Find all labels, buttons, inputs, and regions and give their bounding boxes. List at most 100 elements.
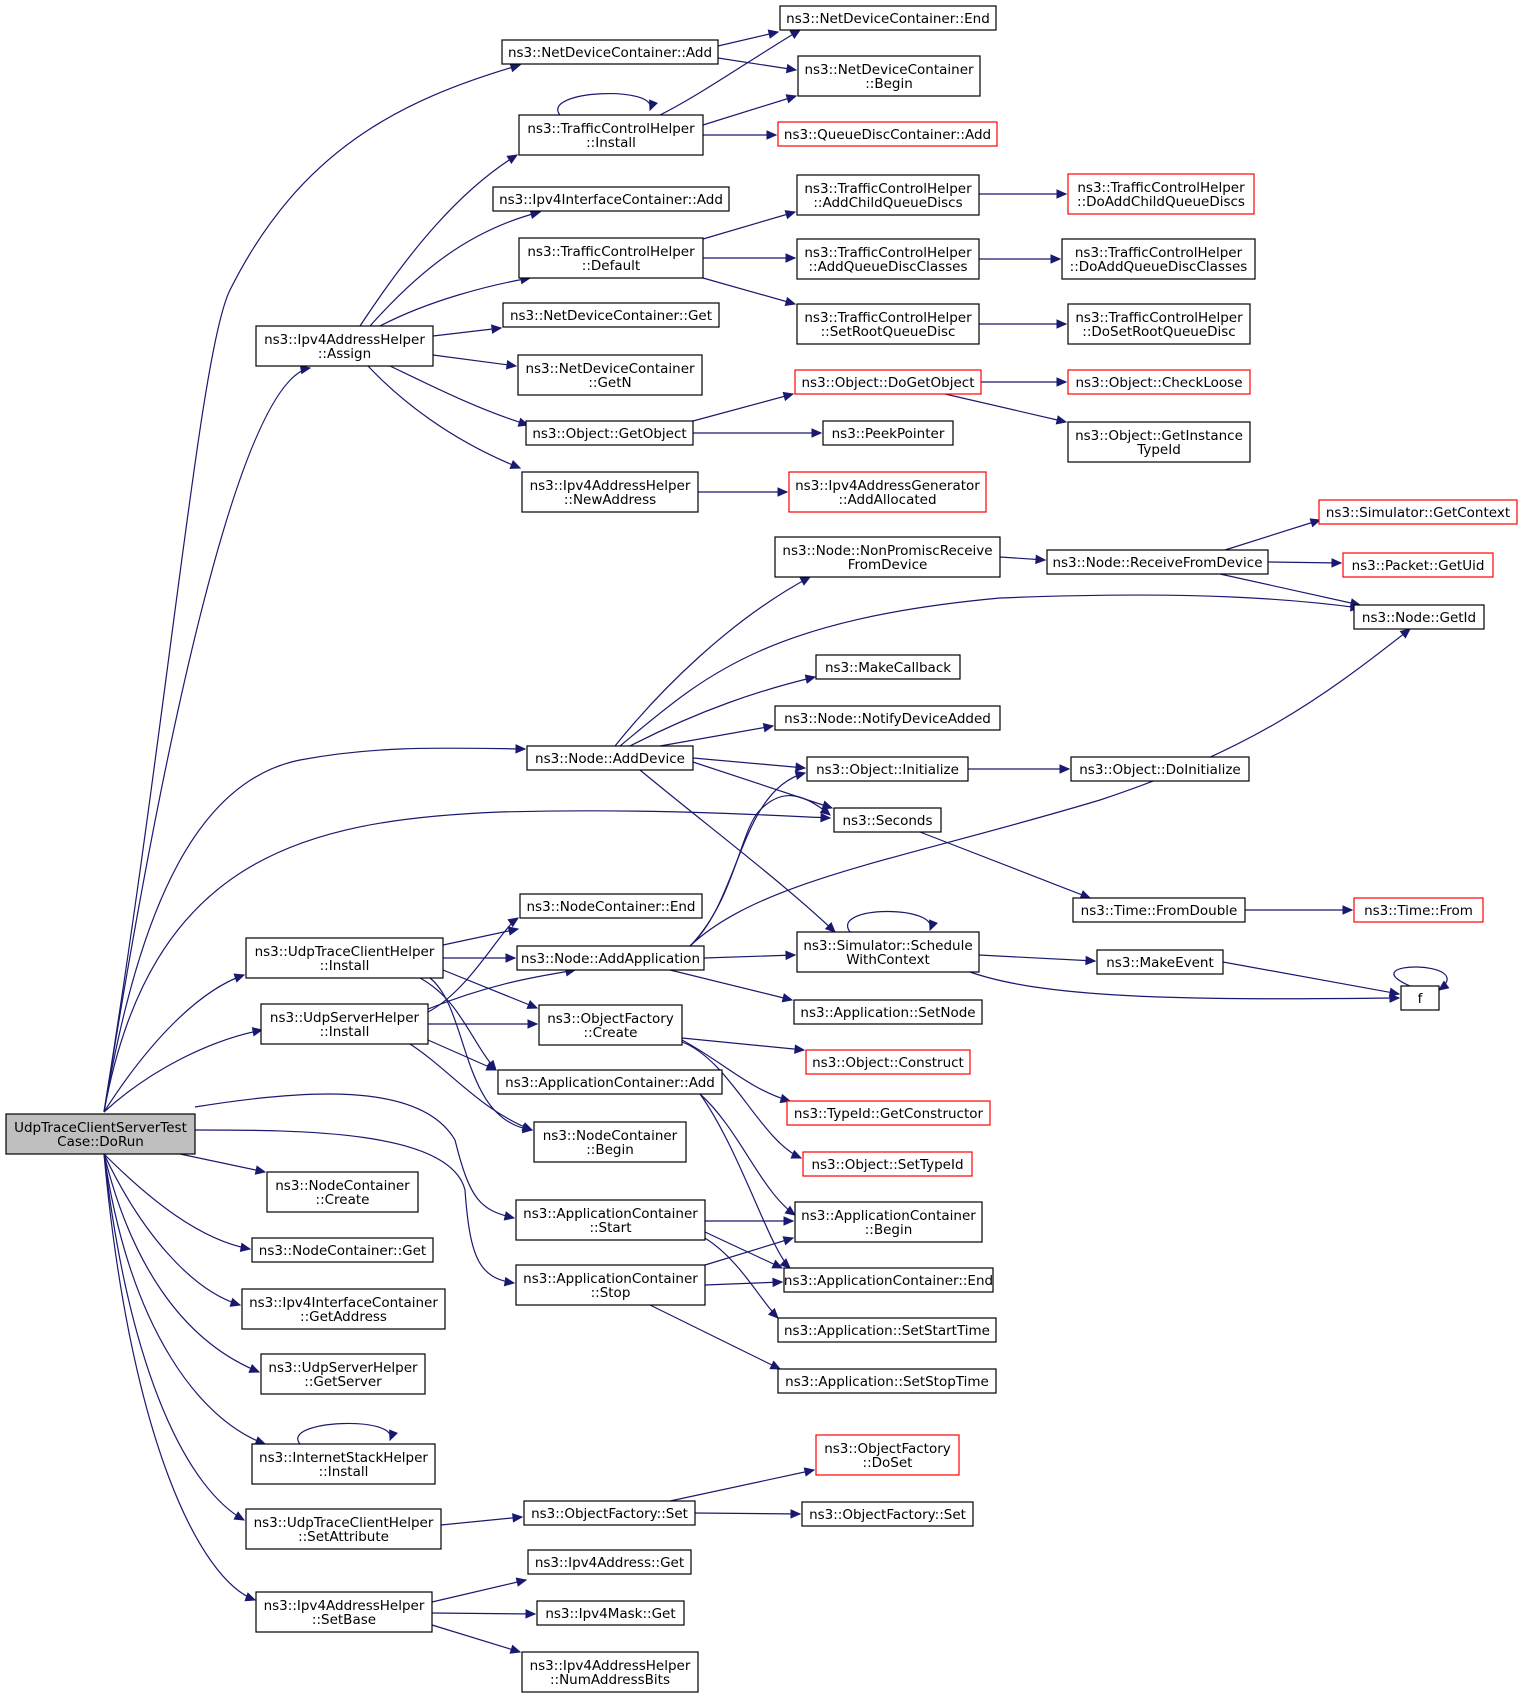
function-node-objDoGet[interactable]: ns3::Object::DoGetObject xyxy=(794,369,982,395)
function-node-iahNumBits[interactable]: ns3::Ipv4AddressHelper::NumAddressBits xyxy=(521,1651,699,1693)
call-edge xyxy=(103,63,522,1113)
function-node-tchDoAddChild[interactable]: ns3::TrafficControlHelper::DoAddChildQue… xyxy=(1067,173,1255,215)
function-node-appSetStop[interactable]: ns3::Application::SetStopTime xyxy=(777,1368,997,1394)
function-node-acAdd[interactable]: ns3::ApplicationContainer::Add xyxy=(497,1069,723,1095)
function-node-nodeGetId[interactable]: ns3::Node::GetId xyxy=(1353,604,1485,630)
function-node-ishInstall[interactable]: ns3::InternetStackHelper::Install xyxy=(251,1443,436,1485)
call-edge xyxy=(427,1039,498,1071)
call-edge xyxy=(704,1277,784,1288)
function-node-ndcGet[interactable]: ns3::NetDeviceContainer::Get xyxy=(502,302,720,328)
function-node-tchSetRoot[interactable]: ns3::TrafficControlHelper::SetRootQueueD… xyxy=(796,303,980,345)
function-node-imGet[interactable]: ns3::Ipv4Mask::Get xyxy=(536,1600,685,1626)
function-node-ndcBegin[interactable]: ns3::NetDeviceContainer::Begin xyxy=(797,55,981,97)
function-node-tchAddChild[interactable]: ns3::TrafficControlHelper::AddChildQueue… xyxy=(796,174,980,216)
function-node-ofSet2[interactable]: ns3::ObjectFactory::Set xyxy=(801,1501,974,1527)
call-edge-line xyxy=(427,1039,497,1071)
node-label: ns3::Object::CheckLoose xyxy=(1075,375,1242,391)
function-node-ndcAdd[interactable]: ns3::NetDeviceContainer::Add xyxy=(501,39,719,65)
function-node-iicAdd[interactable]: ns3::Ipv4InterfaceContainer::Add xyxy=(492,186,730,212)
function-node-ushGetServer[interactable]: ns3::UdpServerHelper::GetServer xyxy=(260,1353,426,1395)
node-label: ns3::PeekPointer xyxy=(832,426,945,442)
arrowhead xyxy=(254,1165,267,1175)
function-node-iahAssign[interactable]: ns3::Ipv4AddressHelper::Assign xyxy=(255,325,434,367)
function-node-tchDefault[interactable]: ns3::TrafficControlHelper::Default xyxy=(518,237,704,279)
function-node-acEnd[interactable]: ns3::ApplicationContainer::End xyxy=(783,1267,994,1293)
function-node-ofDoSet[interactable]: ns3::ObjectFactory::DoSet xyxy=(815,1434,960,1476)
function-node-utchInstall[interactable]: ns3::UdpTraceClientHelper::Install xyxy=(245,937,444,979)
node-label: ::Begin xyxy=(865,1222,913,1238)
node-label: ::AddChildQueueDiscs xyxy=(813,195,962,211)
function-node-ncCreate[interactable]: ns3::NodeContainer::Create xyxy=(266,1171,419,1213)
function-node-ofCreate[interactable]: ns3::ObjectFactory::Create xyxy=(538,1004,683,1046)
function-node-objGetObj[interactable]: ns3::Object::GetObject xyxy=(525,420,694,446)
call-edge xyxy=(1393,966,1450,991)
function-node-timeFromDbl[interactable]: ns3::Time::FromDouble xyxy=(1072,897,1246,923)
node-box xyxy=(794,369,982,395)
function-node-nodeNotify[interactable]: ns3::Node::NotifyDeviceAdded xyxy=(774,705,1001,731)
arrowhead xyxy=(767,29,780,39)
function-node-nodeAddDev[interactable]: ns3::Node::AddDevice xyxy=(526,745,694,771)
function-node-objInit[interactable]: ns3::Object::Initialize xyxy=(806,756,969,782)
call-edge xyxy=(1224,518,1322,551)
function-node-iahNewAddr[interactable]: ns3::Ipv4AddressHelper::NewAddress xyxy=(521,471,699,513)
node-box xyxy=(777,1317,997,1343)
arrowhead xyxy=(785,950,797,961)
function-node-ushInstall[interactable]: ns3::UdpServerHelper::Install xyxy=(260,1003,429,1045)
function-node-tidGetCtor[interactable]: ns3::TypeId::GetConstructor xyxy=(786,1100,991,1126)
function-node-iahSetBase[interactable]: ns3::Ipv4AddressHelper::SetBase xyxy=(255,1591,433,1633)
function-node-timeFrom[interactable]: ns3::Time::From xyxy=(1353,897,1484,923)
arrowhead xyxy=(1342,905,1354,915)
function-node-ndcGetN[interactable]: ns3::NetDeviceContainer::GetN xyxy=(517,354,703,396)
function-node-makeEvent[interactable]: ns3::MakeEvent xyxy=(1096,949,1224,975)
function-node-tchDoAddClasses[interactable]: ns3::TrafficControlHelper::DoAddQueueDis… xyxy=(1061,238,1256,280)
call-edge-line xyxy=(1224,519,1321,551)
function-node-seconds[interactable]: ns3::Seconds xyxy=(833,807,942,833)
call-edge xyxy=(969,971,1401,1003)
node-label: ns3::TypeId::GetConstructor xyxy=(794,1106,984,1122)
function-node-ncEnd[interactable]: ns3::NodeContainer::End xyxy=(519,893,703,919)
function-node-tchAddClasses[interactable]: ns3::TrafficControlHelper::AddQueueDiscC… xyxy=(796,238,980,280)
function-node-ndcEnd[interactable]: ns3::NetDeviceContainer::End xyxy=(779,5,997,31)
function-node-simGetCtx[interactable]: ns3::Simulator::GetContext xyxy=(1318,499,1518,525)
node-label: ns3::ObjectFactory::Set xyxy=(531,1506,688,1522)
function-node-objCheck[interactable]: ns3::Object::CheckLoose xyxy=(1067,369,1251,395)
function-node-nodeAddApp[interactable]: ns3::Node::AddApplication xyxy=(516,945,705,971)
function-node-acBegin[interactable]: ns3::ApplicationContainer::Begin xyxy=(794,1201,983,1243)
node-label: ::Install xyxy=(319,1464,369,1480)
function-node-ncGet[interactable]: ns3::NodeContainer::Get xyxy=(251,1237,434,1263)
function-node-nodeRecv[interactable]: ns3::Node::ReceiveFromDevice xyxy=(1046,549,1269,575)
function-node-ofSet1[interactable]: ns3::ObjectFactory::Set xyxy=(523,1500,696,1526)
node-box xyxy=(1096,949,1224,975)
function-node-iicGetAddr[interactable]: ns3::Ipv4InterfaceContainer::GetAddress xyxy=(241,1288,446,1330)
function-node-pktUid[interactable]: ns3::Packet::GetUid xyxy=(1342,552,1494,578)
function-node-makeCb[interactable]: ns3::MakeCallback xyxy=(815,654,961,680)
function-node-tchInstall[interactable]: ns3::TrafficControlHelper::Install xyxy=(518,114,704,156)
node-box xyxy=(801,1501,974,1527)
function-node-objSetTid[interactable]: ns3::Object::SetTypeId xyxy=(802,1151,973,1177)
function-node-appSetNode[interactable]: ns3::Application::SetNode xyxy=(793,999,983,1025)
function-node-f[interactable]: f xyxy=(1400,985,1440,1011)
arrowhead xyxy=(1331,558,1343,568)
arrowhead xyxy=(239,1242,252,1253)
call-edge xyxy=(968,764,1071,774)
function-node-tchDoSetRoot[interactable]: ns3::TrafficControlHelper::DoSetRootQueu… xyxy=(1067,303,1251,345)
function-node-peek[interactable]: ns3::PeekPointer xyxy=(822,420,954,446)
function-node-utchSetAttr[interactable]: ns3::UdpTraceClientHelper::SetAttribute xyxy=(245,1508,442,1550)
function-node-iaGet[interactable]: ns3::Ipv4Address::Get xyxy=(527,1549,692,1575)
function-node-iagAddAlloc[interactable]: ns3::Ipv4AddressGenerator::AddAllocated xyxy=(788,471,987,513)
function-node-appSetStart[interactable]: ns3::Application::SetStartTime xyxy=(777,1317,997,1343)
function-node-acStart[interactable]: ns3::ApplicationContainer::Start xyxy=(515,1199,706,1241)
call-edge-line xyxy=(944,393,1067,423)
function-node-objDoInit[interactable]: ns3::Object::DoInitialize xyxy=(1070,756,1250,782)
function-node-qdcAdd[interactable]: ns3::QueueDiscContainer::Add xyxy=(777,121,998,147)
call-edge-line xyxy=(103,1153,266,1445)
node-box xyxy=(796,931,980,973)
node-box xyxy=(251,1237,434,1263)
function-node-objConstruct[interactable]: ns3::Object::Construct xyxy=(805,1049,971,1075)
function-node-ncBegin[interactable]: ns3::NodeContainer::Begin xyxy=(533,1121,687,1163)
function-node-acStop[interactable]: ns3::ApplicationContainer::Stop xyxy=(515,1264,706,1306)
